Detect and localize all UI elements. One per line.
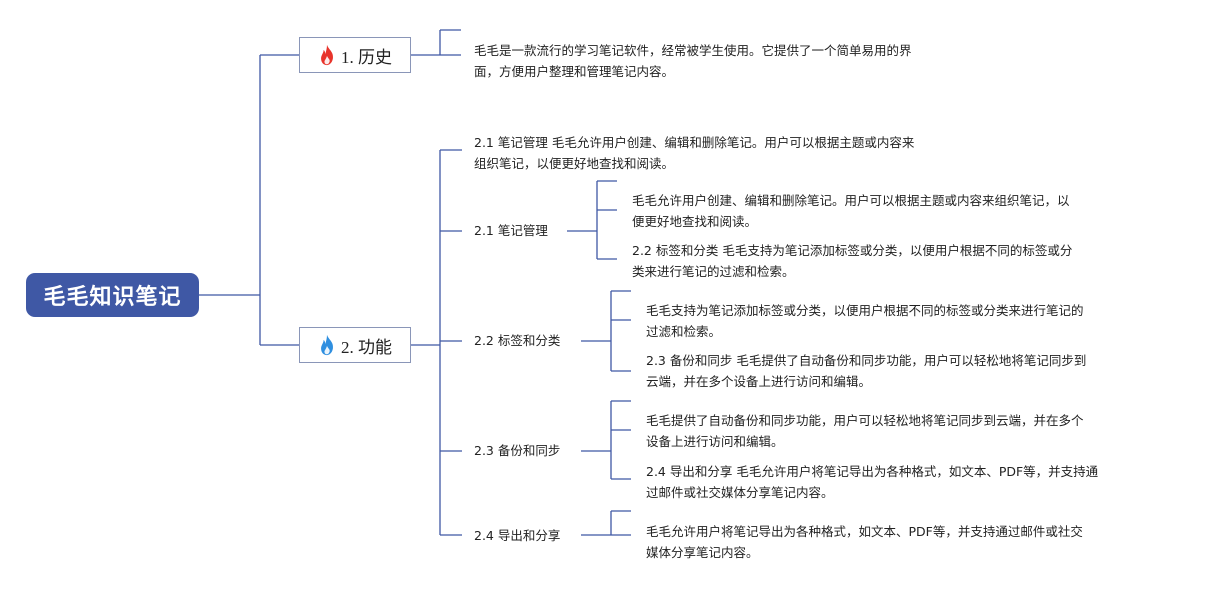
connector-sub3 <box>581 400 631 480</box>
leaf-node: 毛毛允许用户创建、编辑和删除笔记。用户可以根据主题或内容来组织笔记，以 便更好地… <box>632 190 1070 232</box>
leaf-node: 2.4 导出和分享 毛毛允许用户将笔记导出为各种格式，如文本、PDF等，并支持通… <box>646 461 1098 503</box>
sub-node-label[interactable]: 2.4 导出和分享 <box>474 528 561 543</box>
leaf-node: 毛毛允许用户将笔记导出为各种格式，如文本、PDF等，并支持通过邮件或社交 媒体分… <box>646 521 1083 563</box>
sub-node-label[interactable]: 2.2 标签和分类 <box>474 333 561 348</box>
root-node[interactable]: 毛毛知识笔记 <box>26 273 199 317</box>
branch-history[interactable]: 1. 历史 <box>299 37 411 73</box>
connector-sub1 <box>567 180 617 260</box>
leaf-line: 2.2 标签和分类 毛毛支持为笔记添加标签或分类，以便用户根据不同的标签或分 <box>632 243 1073 258</box>
history-desc-line: 毛毛是一款流行的学习笔记软件，经常被学生使用。它提供了一个简单易用的界 <box>474 43 912 58</box>
leaf-node: 毛毛支持为笔记添加标签或分类，以便用户根据不同的标签或分类来进行笔记的 过滤和检… <box>646 300 1084 342</box>
history-desc-line: 面，方便用户整理和管理笔记内容。 <box>474 64 675 79</box>
leaf-line: 便更好地查找和阅读。 <box>632 214 758 229</box>
function-intro: 2.1 笔记管理 毛毛允许用户创建、编辑和删除笔记。用户可以根据主题或内容来 组… <box>474 132 914 174</box>
leaf-node: 2.3 备份和同步 毛毛提供了自动备份和同步功能，用户可以轻松地将笔记同步到 云… <box>646 350 1086 392</box>
branch-function[interactable]: 2. 功能 <box>299 327 411 363</box>
leaf-node: 毛毛提供了自动备份和同步功能，用户可以轻松地将笔记同步到云端，并在多个 设备上进… <box>646 410 1084 452</box>
leaf-line: 2.3 备份和同步 毛毛提供了自动备份和同步功能，用户可以轻松地将笔记同步到 <box>646 353 1087 368</box>
leaf-line: 毛毛提供了自动备份和同步功能，用户可以轻松地将笔记同步到云端，并在多个 <box>646 413 1084 428</box>
connector-function <box>411 149 462 536</box>
sub-node-label[interactable]: 2.3 备份和同步 <box>474 443 561 458</box>
leaf-line: 2.4 导出和分享 毛毛允许用户将笔记导出为各种格式，如文本、PDF等，并支持通 <box>646 464 1099 479</box>
leaf-line: 毛毛支持为笔记添加标签或分类，以便用户根据不同的标签或分类来进行笔记的 <box>646 303 1084 318</box>
connector-history <box>411 29 461 56</box>
leaf-line: 媒体分享笔记内容。 <box>646 545 759 560</box>
leaf-line: 类来进行笔记的过滤和检索。 <box>632 264 795 279</box>
root-title: 毛毛知识笔记 <box>43 285 182 310</box>
branch-function-label: 2. 功能 <box>341 337 392 357</box>
connector-root <box>199 54 299 346</box>
leaf-line: 过滤和检索。 <box>646 324 722 339</box>
connector-sub4 <box>581 510 631 536</box>
fire-icon <box>321 44 334 66</box>
history-description: 毛毛是一款流行的学习笔记软件，经常被学生使用。它提供了一个简单易用的界 面，方便… <box>474 40 912 82</box>
function-intro-line: 2.1 笔记管理 毛毛允许用户创建、编辑和删除笔记。用户可以根据主题或内容来 <box>474 135 915 150</box>
connector-sub2 <box>581 290 631 372</box>
sub-node-label[interactable]: 2.1 笔记管理 <box>474 223 548 238</box>
leaf-line: 毛毛允许用户创建、编辑和删除笔记。用户可以根据主题或内容来组织笔记，以 <box>632 193 1070 208</box>
leaf-line: 过邮件或社交媒体分享笔记内容。 <box>646 485 834 500</box>
leaf-line: 设备上进行访问和编辑。 <box>646 434 784 449</box>
fire-icon <box>321 334 334 356</box>
leaf-line: 毛毛允许用户将笔记导出为各种格式，如文本、PDF等，并支持通过邮件或社交 <box>646 524 1083 539</box>
leaf-node: 2.2 标签和分类 毛毛支持为笔记添加标签或分类，以便用户根据不同的标签或分 类… <box>632 240 1072 282</box>
leaf-line: 云端，并在多个设备上进行访问和编辑。 <box>646 374 872 389</box>
branch-history-label: 1. 历史 <box>341 47 392 67</box>
function-intro-line: 组织笔记，以便更好地查找和阅读。 <box>474 156 675 171</box>
